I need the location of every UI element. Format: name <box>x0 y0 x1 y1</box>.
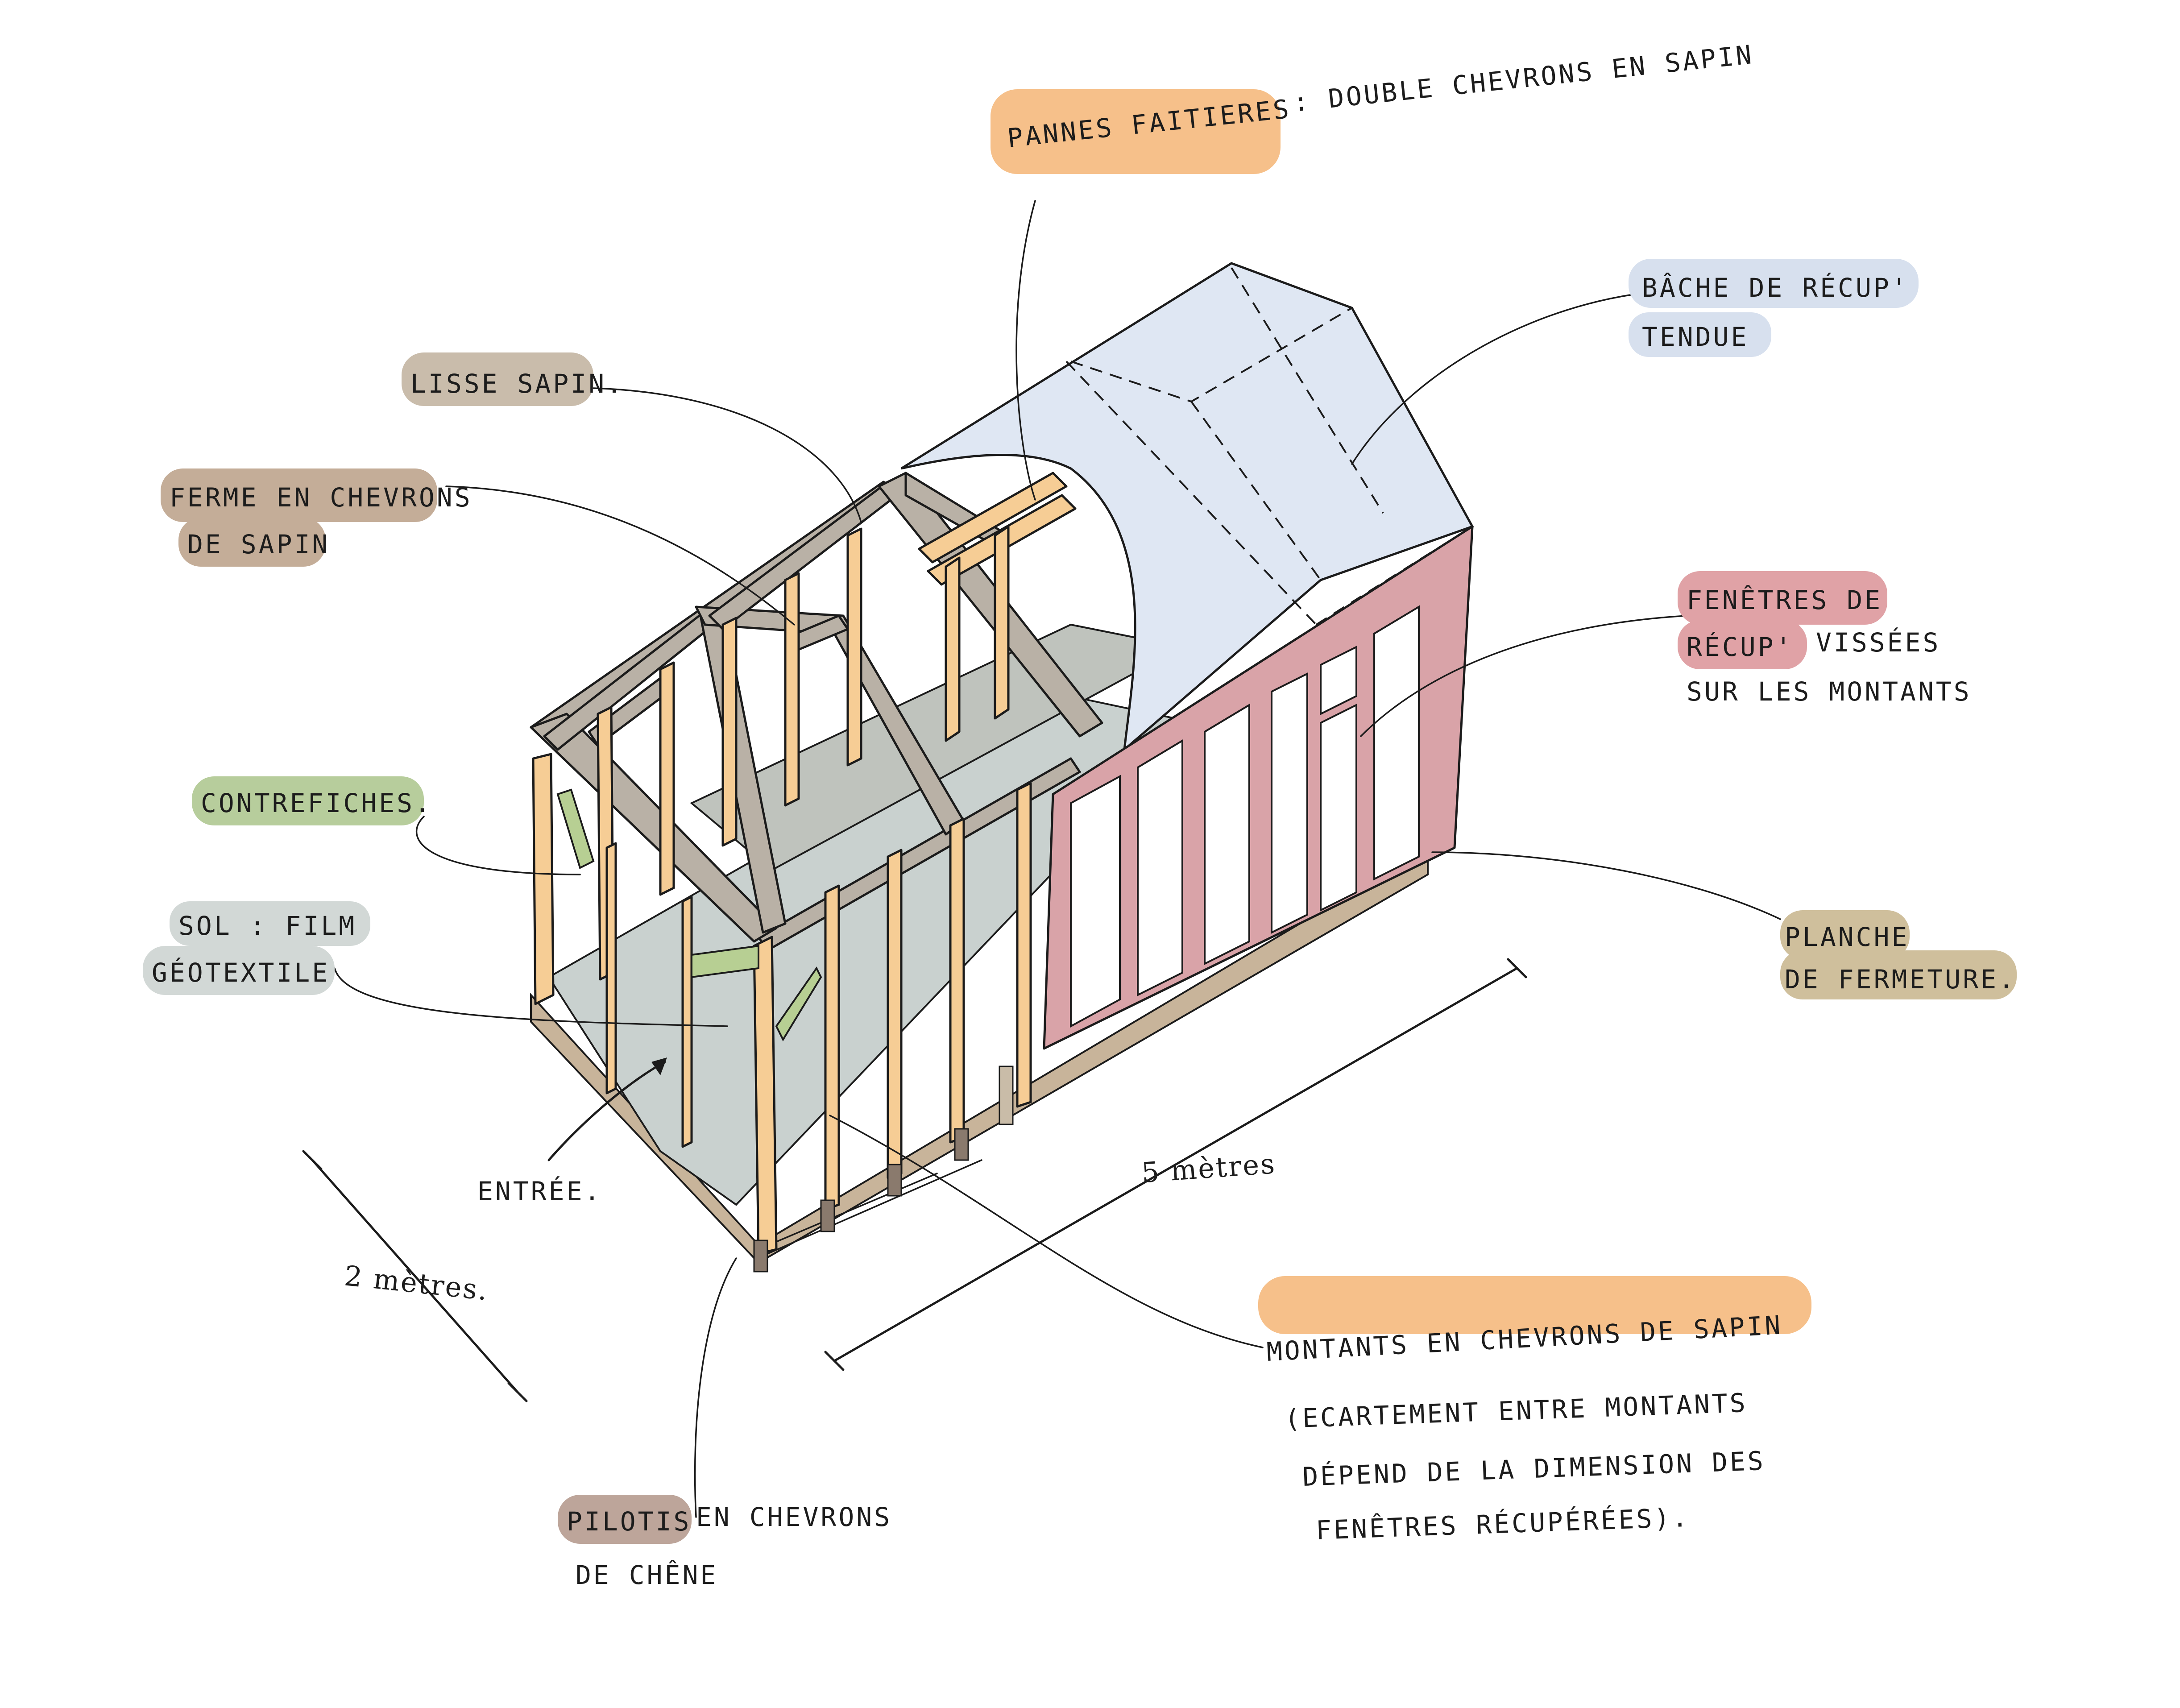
highlight-pilotis <box>558 1495 692 1544</box>
highlight-planche-2 <box>1780 950 2017 999</box>
label-fenetres-2b: VISSÉES <box>1816 627 1940 658</box>
highlight-fenetres-1 <box>1678 571 1887 625</box>
highlight-fenetres-2 <box>1678 620 1807 669</box>
window-wall <box>1043 525 1474 1050</box>
label-pannes-desc: : DOUBLE CHEVRONS EN SAPIN <box>1291 39 1755 118</box>
highlight-montants <box>1258 1276 1811 1334</box>
label-bache-1: BÂCHE DE RÉCUP' <box>1642 272 1909 303</box>
label-lisse: LISSE SAPIN. <box>410 369 624 399</box>
label-bache-2: TENDUE <box>1642 322 1749 352</box>
highlight-planche-1 <box>1780 910 1910 959</box>
label-pilotis: PILOTIS <box>567 1506 691 1537</box>
label-5-metres: 5 mètres <box>1140 1147 1277 1189</box>
label-highlights <box>143 89 2017 1544</box>
dimension-2m <box>302 1150 528 1402</box>
highlight-pannes <box>991 89 1281 174</box>
pilotis <box>753 1065 1014 1273</box>
label-pilotis-desc-2: DE CHÊNE <box>576 1559 718 1590</box>
highlight-ferme-1 <box>161 468 437 522</box>
studs <box>532 525 1032 1255</box>
label-contrefiches: CONTREFICHES. <box>201 788 432 818</box>
label-ferme-1: FERME EN CHEVRONS <box>170 482 472 513</box>
label-pilotis-desc-1: EN CHEVRONS <box>696 1502 892 1532</box>
label-montants-note-2: DÉPEND DE LA DIMENSION DES <box>1302 1445 1766 1492</box>
label-montants-note-3: FENÊTRES RÉCUPÉRÉES). <box>1315 1502 1690 1546</box>
highlight-lisse <box>402 352 593 406</box>
leader-lines <box>334 200 1781 1518</box>
highlight-ferme-2 <box>178 518 326 567</box>
label-sol-1: SOL : FILM <box>178 911 356 941</box>
label-fenetres-2: RÉCUP' <box>1687 631 1794 662</box>
highlight-bache-1 <box>1629 259 1919 308</box>
highlight-bache-2 <box>1629 312 1771 357</box>
dimension-5m <box>824 958 1527 1371</box>
label-ferme-2: DE SAPIN <box>187 529 330 560</box>
label-planche-1: PLANCHE <box>1785 922 1909 952</box>
braces <box>556 788 822 1042</box>
label-2-metres: 2 mètres. <box>343 1259 490 1307</box>
label-entree: ENTRÉE. <box>477 1176 602 1206</box>
entrance-arrow <box>547 1057 667 1161</box>
label-fenetres-3: SUR LES MONTANTS <box>1687 676 1972 707</box>
tarp-roof <box>900 262 1474 753</box>
label-montants-note-1: (ECARTEMENT ENTRE MONTANTS <box>1284 1388 1748 1434</box>
label-fenetres-1: FENÊTRES DE <box>1687 585 1882 615</box>
highlight-sol-1 <box>170 901 370 946</box>
highlight-sol-2 <box>143 946 335 995</box>
label-sol-2: GÉOTEXTILE <box>152 957 330 988</box>
label-planche-2: DE FERMETURE. <box>1785 964 2016 995</box>
highlight-contrefiches <box>192 776 424 825</box>
